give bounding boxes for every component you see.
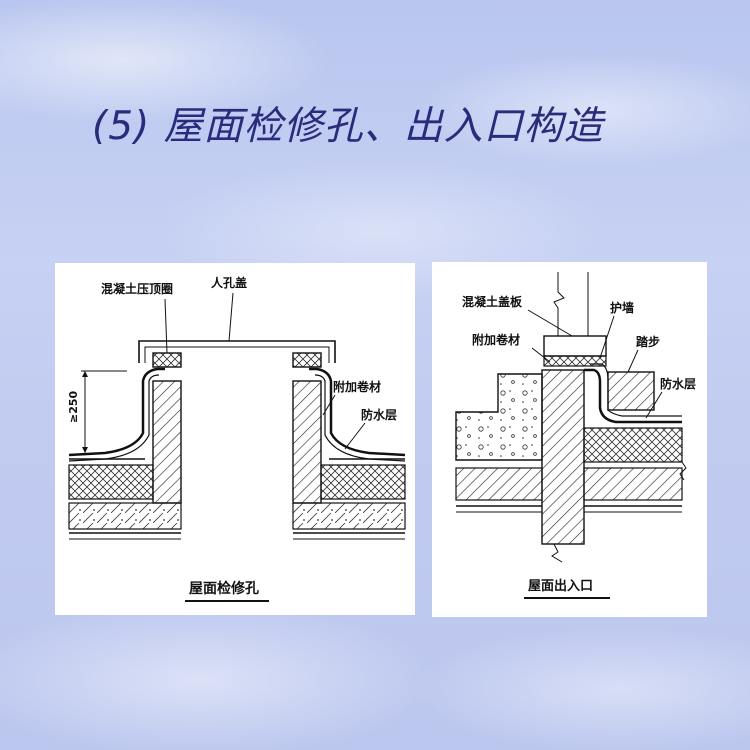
label-concrete-ring: 混凝土压顶圈 bbox=[101, 281, 173, 296]
left-membrane bbox=[68, 367, 165, 457]
right-roof-slab bbox=[292, 502, 406, 530]
dimension-text: ≥250 bbox=[67, 390, 80, 423]
access-landing-concrete bbox=[455, 373, 543, 461]
caption-roof-hatch: 屋面检修孔 bbox=[189, 580, 259, 597]
label-waterproof-layer-right: 防水层 bbox=[660, 376, 696, 391]
access-lower-slab bbox=[455, 467, 543, 501]
access-insulation bbox=[583, 427, 683, 463]
access-step bbox=[607, 371, 655, 411]
label-guard-wall: 护墙 bbox=[610, 300, 634, 315]
manhole-cover bbox=[138, 340, 336, 363]
roof-hatch-diagram: ≥250 混凝土压顶圈 人孔盖 附加卷材 防水层 屋面检修孔 bbox=[55, 263, 415, 615]
access-wall bbox=[541, 369, 585, 545]
access-roof-slab bbox=[583, 467, 683, 501]
left-roof-slab bbox=[68, 502, 182, 530]
caption-roof-access: 屋面出入口 bbox=[528, 578, 593, 594]
right-curb bbox=[292, 380, 322, 504]
roof-access-diagram: 混凝土盖板 护墙 附加卷材 踏步 防水层 屋面出入口 bbox=[432, 262, 707, 617]
label-waterproof-layer: 防水层 bbox=[361, 407, 397, 422]
roof-hatch-drawing: ≥250 混凝土压顶圈 人孔盖 附加卷材 防水层 屋面检修孔 bbox=[67, 275, 406, 602]
right-insulation bbox=[320, 464, 406, 500]
left-insulation bbox=[68, 464, 154, 500]
slide-title: (5) 屋面检修孔、出入口构造 bbox=[92, 104, 604, 149]
right-membrane bbox=[309, 367, 406, 457]
label-extra-membrane: 附加卷材 bbox=[333, 379, 381, 394]
right-ring-cap bbox=[292, 352, 322, 368]
access-membrane bbox=[584, 368, 682, 424]
label-manhole-cover: 人孔盖 bbox=[211, 275, 247, 290]
left-curb bbox=[152, 380, 182, 504]
access-cover-slab bbox=[543, 335, 607, 357]
label-extra-membrane-right: 附加卷材 bbox=[472, 332, 520, 347]
roof-access-drawing: 混凝土盖板 护墙 附加卷材 踏步 防水层 屋面出入口 bbox=[455, 272, 696, 599]
label-concrete-slab: 混凝土盖板 bbox=[462, 294, 523, 309]
label-step: 踏步 bbox=[636, 334, 660, 349]
left-ring-cap bbox=[152, 352, 182, 368]
